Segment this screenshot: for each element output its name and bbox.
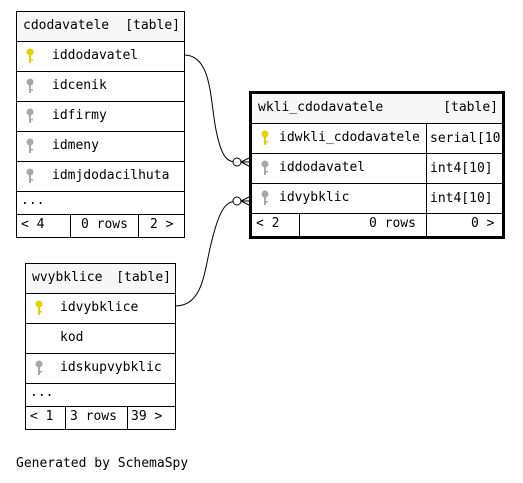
column-row[interactable]: iddodavatel [17,42,184,72]
primary-key-icon [35,300,43,315]
column-name: iddodavatel [279,160,366,175]
column-row[interactable]: idvybklic int4[10] [252,184,502,214]
table-header[interactable]: wkli_cdodavatele [table] [252,94,502,124]
relationship-idvybklice [174,200,239,307]
column-name: idvybklic [279,190,350,205]
table-name: cdodavatele [23,18,110,33]
foreign-key-icon [261,190,269,205]
column-row[interactable]: iddodavatel int4[10] [252,154,502,184]
relationship-iddodavatel-end [232,157,242,167]
primary-key-icon [26,48,34,63]
table-footer: < 4 0 rows 2 > [17,215,184,237]
table-cdodavatele[interactable]: cdodavatele [table] iddodavatel idcenik … [16,11,185,238]
column-type: int4[10] [426,154,505,183]
column-row[interactable]: idcenik [17,72,184,102]
children-count[interactable]: 39 > [131,409,163,424]
column-row[interactable]: idvybklice [26,294,175,324]
column-row[interactable]: idwkli_cdodavatele serial[10 [252,124,502,154]
foreign-key-icon [261,160,269,175]
table-wkli-cdodavatele[interactable]: wkli_cdodavatele [table] idwkli_cdodavat… [249,91,505,239]
children-count[interactable]: 2 > [150,217,174,232]
column-row[interactable]: idskupvybklic [26,354,175,384]
footer-divider [299,214,300,236]
table-header[interactable]: wvybklice [table] [26,264,175,294]
column-row[interactable]: idfirmy [17,102,184,132]
foreign-key-icon [26,78,34,93]
table-footer: < 1 3 rows 39 > [26,407,175,429]
footer-divider [426,214,427,236]
table-kind: [table] [443,100,498,115]
column-row[interactable]: kod [26,324,175,354]
table-name: wvybklice [32,270,103,285]
table-header[interactable]: cdodavatele [table] [17,12,184,42]
foreign-key-icon [26,108,34,123]
column-name: idvybklice [60,300,139,315]
column-row[interactable]: idmjdodacilhuta [17,162,184,192]
footer-divider [127,407,128,429]
foreign-key-icon [26,168,34,183]
column-name: idcenik [52,78,107,93]
column-type: serial[10 [426,124,505,153]
more-columns[interactable]: ... [26,384,175,407]
generated-by-caption: Generated by SchemaSpy [16,456,189,471]
more-columns-label: ... [30,385,54,400]
table-kind: [table] [116,270,171,285]
foreign-key-icon [26,138,34,153]
row-count: 0 rows [81,217,128,232]
row-count: 0 rows [369,216,416,231]
more-columns[interactable]: ... [17,192,184,215]
footer-divider [70,215,71,237]
relationship-idvybklice-end [232,196,242,206]
parents-count[interactable]: < 4 [21,217,45,232]
primary-key-icon [261,130,269,145]
column-row[interactable]: idmeny [17,132,184,162]
foreign-key-icon [35,360,43,375]
parents-count[interactable]: < 1 [30,409,54,424]
column-name: idmeny [52,138,99,153]
column-name: idmjdodacilhuta [52,168,170,183]
column-name: idwkli_cdodavatele [279,130,420,145]
column-name: idskupvybklic [60,360,162,375]
row-count: 3 rows [70,409,117,424]
column-name: iddodavatel [52,48,139,63]
children-count[interactable]: 0 > [471,216,495,231]
column-name: idfirmy [52,108,107,123]
column-type: int4[10] [426,184,505,213]
column-name: kod [60,330,84,345]
relationship-iddodavatel [183,54,239,163]
more-columns-label: ... [21,193,45,208]
table-name: wkli_cdodavatele [258,100,384,115]
table-kind: [table] [125,18,180,33]
table-wvybklice[interactable]: wvybklice [table] idvybklice kod idskupv… [25,263,176,430]
footer-divider [65,407,66,429]
table-footer: < 2 0 rows 0 > [252,214,502,236]
parents-count[interactable]: < 2 [256,216,280,231]
footer-divider [138,215,139,237]
